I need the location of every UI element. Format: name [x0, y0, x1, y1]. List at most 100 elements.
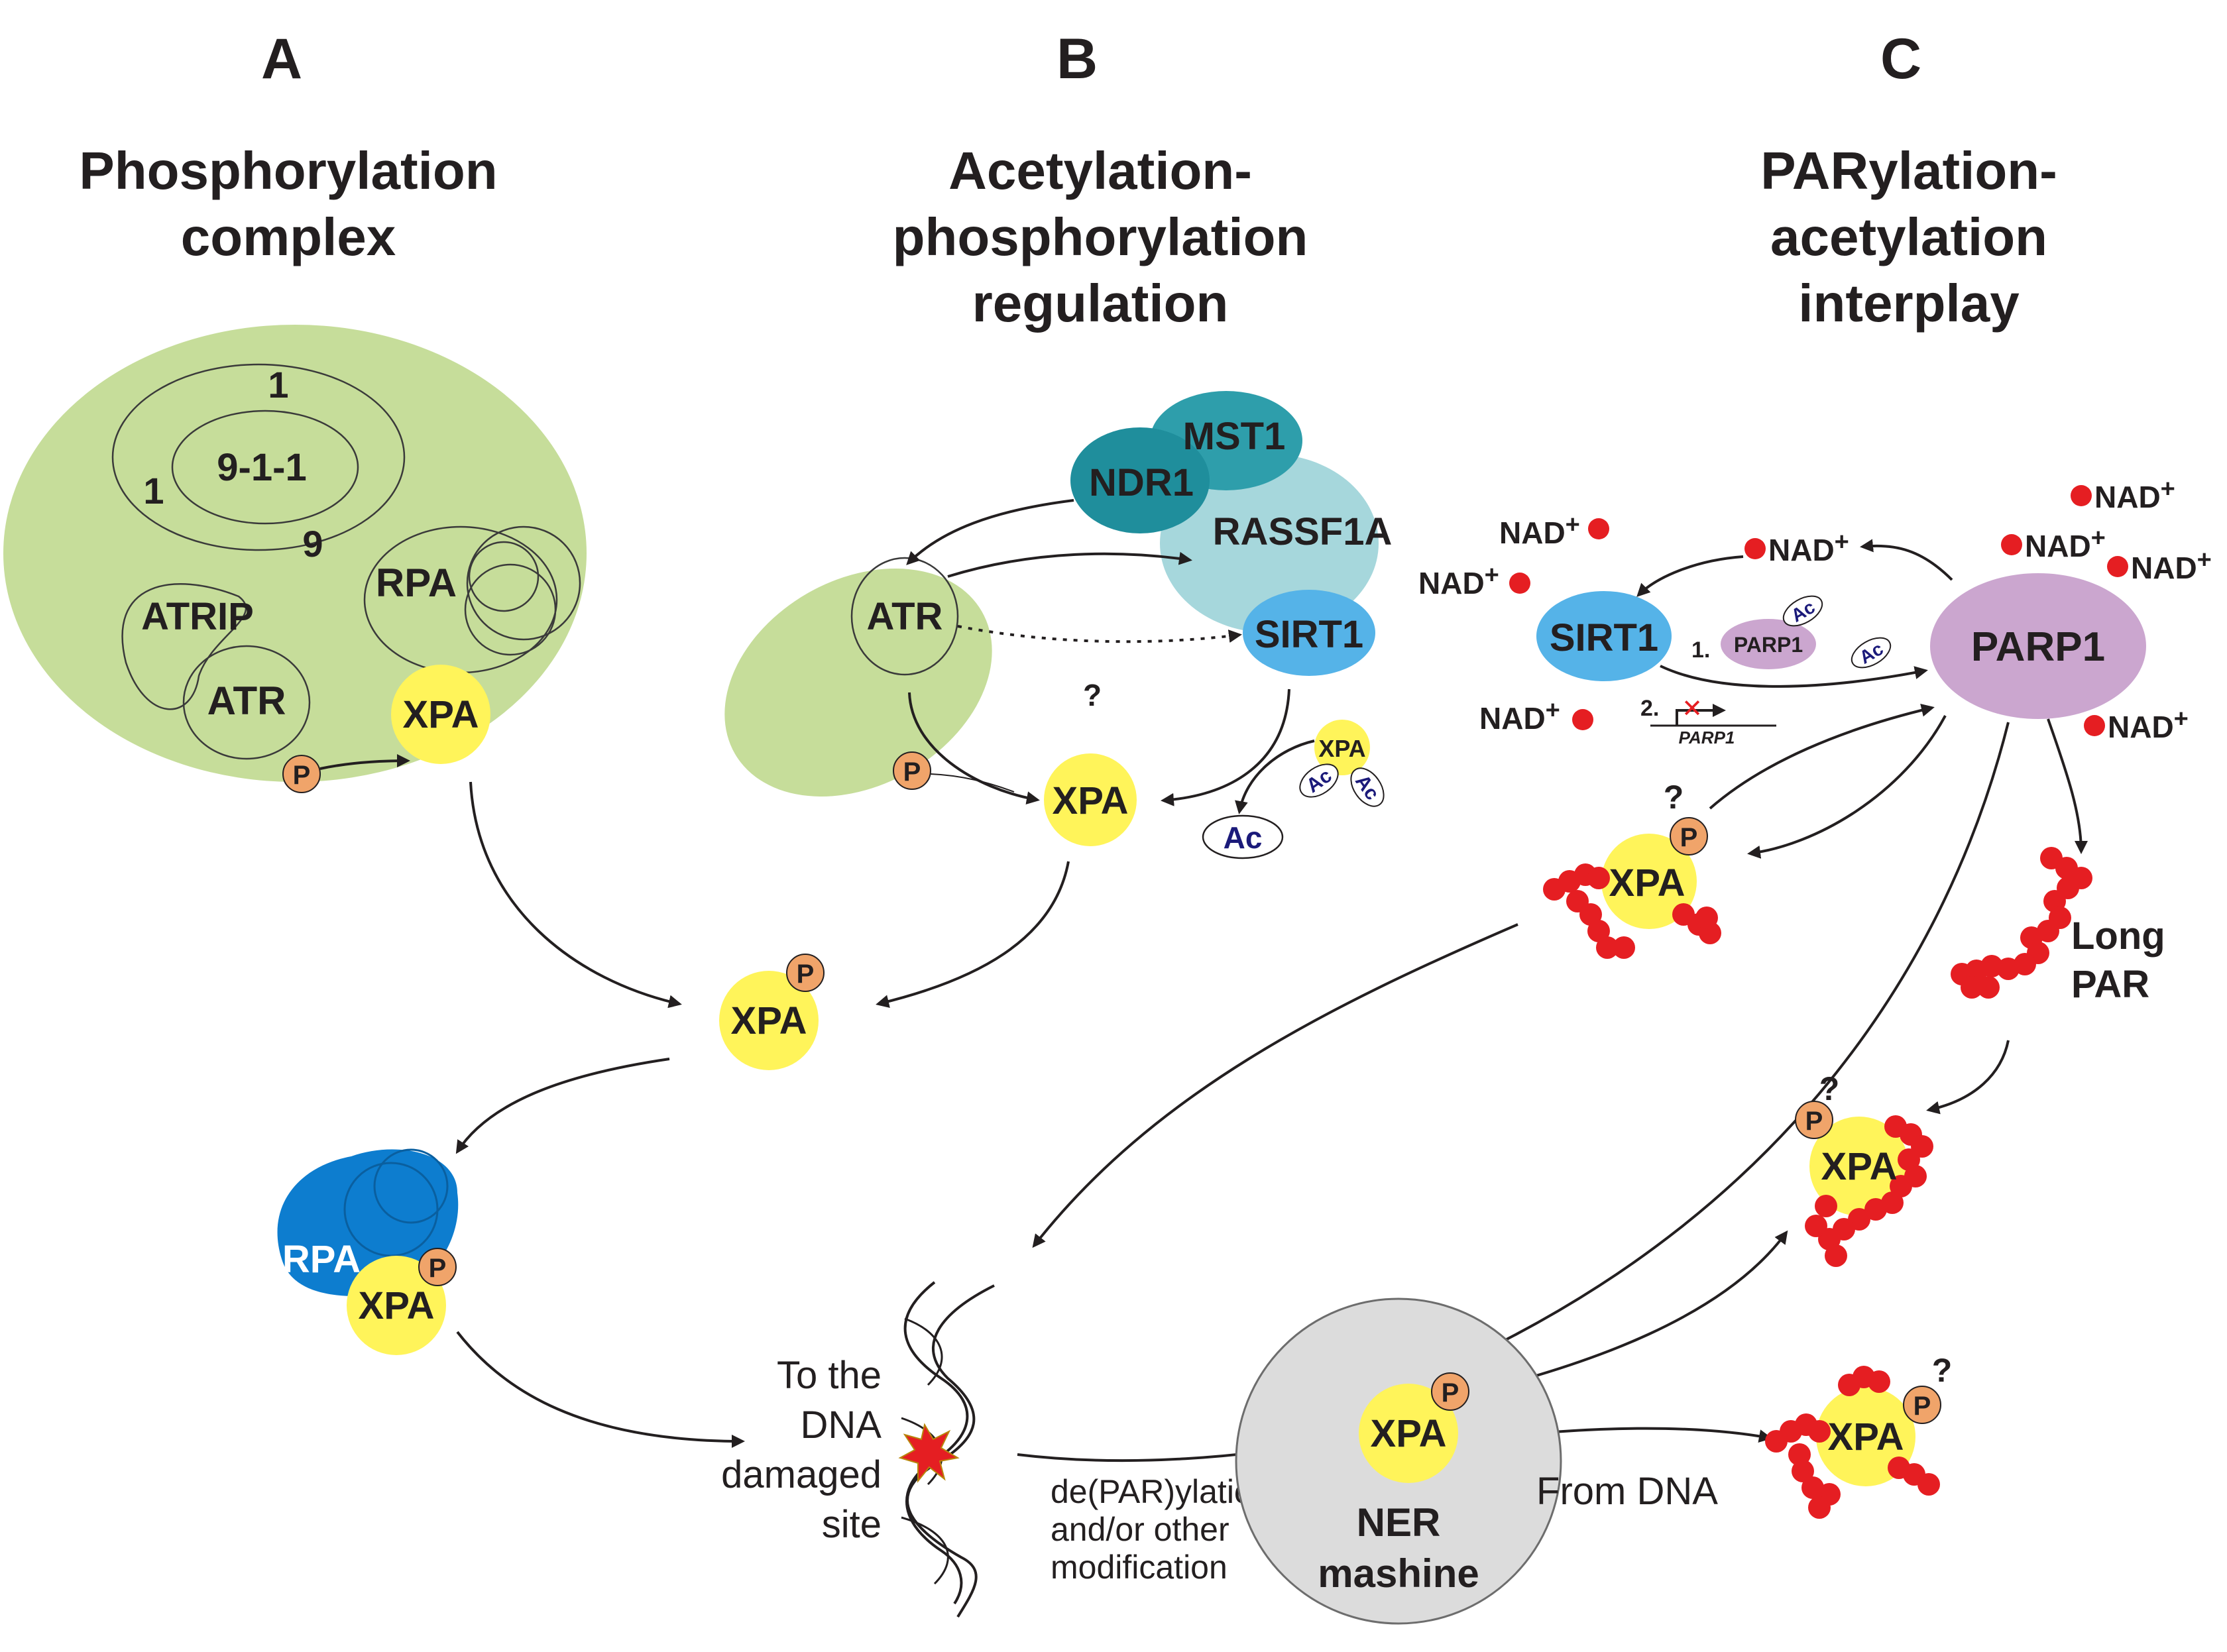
- par-chain-bottom: [1765, 1366, 1940, 1519]
- phospho-link-b: [930, 773, 1015, 793]
- clamp-label-9: 9: [302, 523, 323, 565]
- nad-5: NAD+: [2025, 524, 2106, 563]
- xpa-label-b: XPA: [1053, 779, 1129, 822]
- arrow-parp1-to-nad: [1860, 539, 1953, 581]
- parp1-shape: [1930, 573, 2146, 719]
- sirt1-c-shape: [1536, 591, 1672, 681]
- ac-tag-4: [1851, 637, 1892, 669]
- phospho-label-b: P: [903, 757, 921, 787]
- rpa-label-a: RPA: [376, 561, 457, 605]
- phospho-par-bottom-label: P: [1913, 1392, 1931, 1421]
- phospho-rpa-label: P: [429, 1254, 447, 1283]
- ac-tag-1: [1299, 763, 1339, 798]
- phospho-label-a: P: [293, 761, 311, 790]
- nad-2: NAD+: [1418, 561, 1499, 600]
- arrow-nad-to-sirt1: [1636, 555, 1744, 597]
- arrow-sirt1-to-parp1: [1660, 665, 1928, 688]
- nad-dot-2: [1509, 573, 1530, 594]
- question-par-right: ?: [1819, 1070, 1840, 1107]
- nad-dot-1: [1588, 518, 1609, 539]
- long-par-line-1: Long: [2071, 914, 2165, 958]
- question-par-upper: ?: [1664, 779, 1684, 816]
- panel-a-letter: A: [261, 27, 302, 91]
- panel-c-header: C PARylation- acetylation interplay: [1760, 27, 2057, 333]
- damage-star: [898, 1423, 960, 1483]
- xpa-par-bottom-label: XPA: [1828, 1415, 1904, 1459]
- parp1-small-shape: [1721, 619, 1816, 669]
- ac-released: [1202, 814, 1284, 859]
- clamp-inner-ring: [171, 410, 359, 525]
- xpa-b: [1044, 753, 1137, 846]
- atrip-label: ATRIP: [141, 595, 254, 638]
- arrow-ndr1-to-atr: [906, 499, 1074, 565]
- sirt1-c-label: SIRT1: [1550, 616, 1658, 659]
- parylation-acetylation: SIRT1 PARP1 1. PARP1 Ac Ac 2. ✕ PARP1 NA…: [1032, 475, 2212, 1519]
- rpa-inner-ring-1: [343, 1162, 439, 1257]
- clamp-outer-ring: [111, 363, 406, 551]
- panel-b-letter: B: [1056, 27, 1098, 91]
- sirt1-b-shape: [1243, 590, 1375, 676]
- xpa-par-upper: XPA P ?: [1543, 779, 1721, 959]
- nad-1: NAD+: [1499, 511, 1580, 550]
- xpa-acetylated-small: [1314, 720, 1370, 775]
- dna-site-line-1: To the: [777, 1354, 882, 1397]
- rassf1a-shape: [1160, 454, 1379, 633]
- arrow-sirt1-to-xpa-b: [1161, 688, 1290, 806]
- arrow-xpa-p-to-rpa: [455, 1058, 670, 1154]
- gene-label: PARP1: [1679, 728, 1735, 747]
- step2-label: 2.: [1640, 696, 1659, 721]
- arrow-deacetylation: [1235, 740, 1315, 814]
- panel-a-title-line-2: complex: [181, 207, 396, 266]
- rpa-inner-ring-2: [373, 1148, 449, 1224]
- nad-dot-3: [1744, 538, 1766, 559]
- par-chain-right: [1805, 1115, 1933, 1267]
- step1-label: 1.: [1691, 637, 1710, 663]
- xpa-label-a: XPA: [403, 693, 479, 736]
- ndr1-shape: [1070, 427, 1210, 533]
- arrow-parp1-to-xpa-par: [1747, 715, 1947, 859]
- atr-label-b: ATR: [867, 595, 943, 638]
- xpa-small-label: XPA: [1318, 735, 1365, 762]
- arrow-atr-to-sirt1-dotted: [957, 625, 1242, 643]
- xpa-ner-label: XPA: [1371, 1412, 1447, 1455]
- panel-c-title-line-1: PARylation-: [1760, 141, 2057, 200]
- panel-b-title-line-3: regulation: [972, 274, 1229, 333]
- arrow-rpa-to-dna: [456, 1331, 745, 1448]
- rassf1a-label: RASSF1A: [1213, 510, 1393, 553]
- block-x: ✕: [1682, 695, 1703, 723]
- panel-b-title-line-2: phosphorylation: [893, 207, 1308, 266]
- panel-c-letter: C: [1880, 27, 1921, 91]
- phospho-par-right: [1795, 1101, 1833, 1139]
- xpa-phospho-mid: [719, 971, 819, 1070]
- question-par-bottom: ?: [1932, 1352, 1953, 1389]
- xpa-rpa-label: XPA: [359, 1284, 435, 1327]
- xpa-par-upper-body: [1601, 834, 1697, 929]
- phospho-ner: [1431, 1372, 1469, 1411]
- nad-dot-8: [2084, 715, 2105, 736]
- nad-dot-4: [2071, 485, 2092, 506]
- phospho-mid: [786, 954, 825, 992]
- deparylation-line-1: de(PAR)ylation: [1051, 1473, 1271, 1510]
- arrow-xpa-to-parp1: [1709, 703, 1935, 810]
- clamp-label-1-left: 1: [143, 470, 164, 512]
- nad-dot-7: [1572, 709, 1593, 730]
- panel-a-title-line-1: Phosphorylation: [79, 141, 497, 200]
- clamp-label-1-top: 1: [268, 364, 288, 406]
- xpa-a: [391, 665, 490, 764]
- rpa-label-bottom: RPA: [282, 1238, 361, 1281]
- nad-4: NAD+: [2094, 475, 2175, 514]
- question-b: ?: [1083, 678, 1102, 712]
- nad-3: NAD+: [1768, 528, 1849, 567]
- xpa-rpa: [347, 1256, 446, 1355]
- phospho-ner-label: P: [1442, 1378, 1459, 1407]
- arrow-parp1-to-ner: [1465, 722, 2010, 1360]
- long-par-chain: [1951, 847, 2092, 999]
- ac-tag-2: [1350, 767, 1385, 807]
- arrow-parp1-to-long-par: [2047, 718, 2088, 854]
- par-chain-upper: [1543, 863, 1721, 959]
- arrow-b-to-xpa-p: [876, 861, 1070, 1008]
- ndr1-label: NDR1: [1089, 461, 1194, 504]
- phospho-par-upper: [1670, 817, 1708, 855]
- rpa-ring-c: [466, 525, 581, 641]
